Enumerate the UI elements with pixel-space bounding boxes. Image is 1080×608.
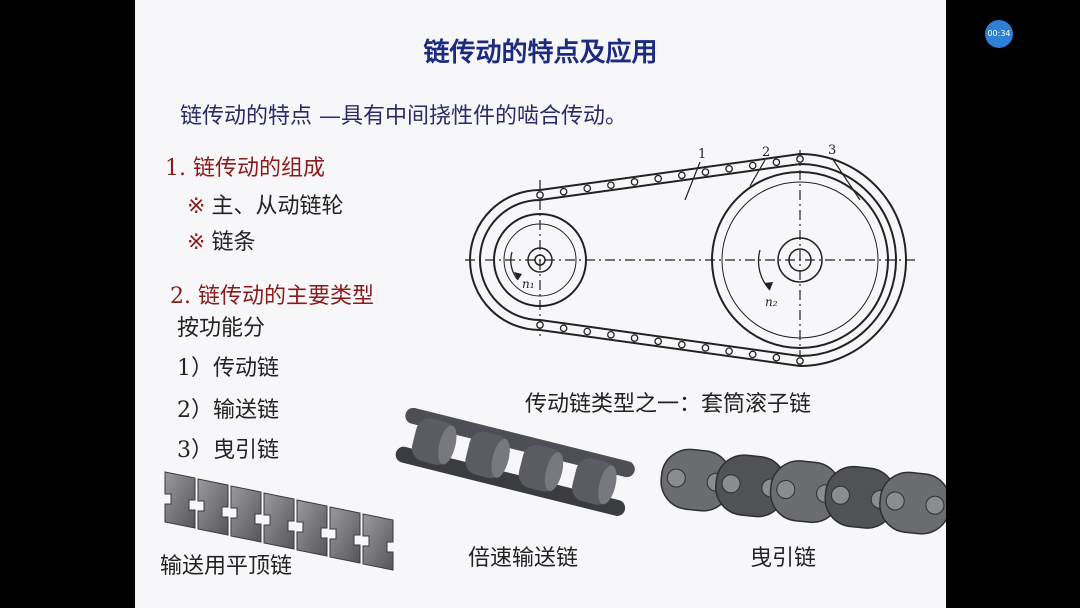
rotation-arrow-icon (764, 282, 773, 290)
traction-chain-caption: 曳引链 (750, 546, 817, 571)
type-item-traction: 3）曳引链 (177, 438, 279, 463)
component-item-sprockets: ※主、从动链轮 (187, 188, 343, 220)
section2-subheading: 按功能分 (177, 316, 266, 341)
component-item-label: 链条 (211, 230, 256, 255)
component-item-label: 主、从动链轮 (211, 194, 344, 219)
speed-label-n1: n₁ (522, 277, 535, 291)
diagram-caption: 传动链类型之一：套筒滚子链 (525, 392, 812, 417)
flat-top-chain-caption: 输送用平顶链 (160, 554, 293, 579)
traction-chain-image (660, 448, 946, 535)
callout-2-label: 2 (762, 145, 770, 160)
slide-title: 链传动的特点及应用 (423, 38, 658, 68)
type-item-transmission: 1）传动链 (177, 356, 279, 381)
playback-timer-badge[interactable]: 00:34 (985, 20, 1013, 48)
double-speed-chain-caption: 倍速输送链 (468, 546, 579, 571)
flat-top-chain-image (164, 471, 394, 571)
chain-drive-diagram: 1 2 3 n₁ n₂ (465, 143, 915, 368)
reference-mark-icon: ※ (187, 194, 206, 219)
section1-heading: 1. 链传动的组成 (165, 156, 325, 181)
callout-3-label: 3 (828, 143, 836, 158)
speed-label-n2: n₂ (765, 295, 778, 309)
component-item-chain: ※链条 (187, 224, 255, 256)
section2-heading: 2. 链传动的主要类型 (170, 284, 374, 309)
type-item-conveyor: 2）输送链 (177, 398, 279, 423)
slide-subtitle: 链传动的特点 —具有中间挠性件的啮合传动。 (180, 104, 627, 129)
callout-1-label: 1 (698, 147, 706, 162)
double-speed-chain-image (395, 407, 635, 516)
rotation-arrow-icon (514, 272, 522, 280)
reference-mark-icon: ※ (187, 230, 206, 255)
slide: 链传动的特点及应用 链传动的特点 —具有中间挠性件的啮合传动。 1. 链传动的组… (135, 0, 946, 608)
